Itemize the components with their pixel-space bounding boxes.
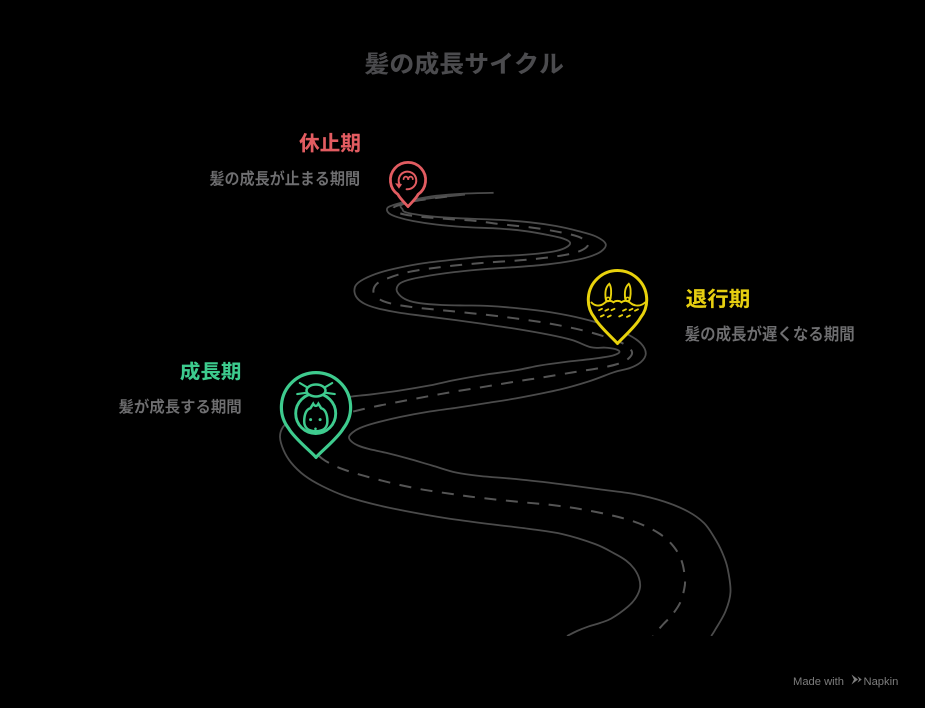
svg-text:Napkin: Napkin [864, 676, 899, 688]
svg-text:Made with: Made with [793, 676, 844, 688]
